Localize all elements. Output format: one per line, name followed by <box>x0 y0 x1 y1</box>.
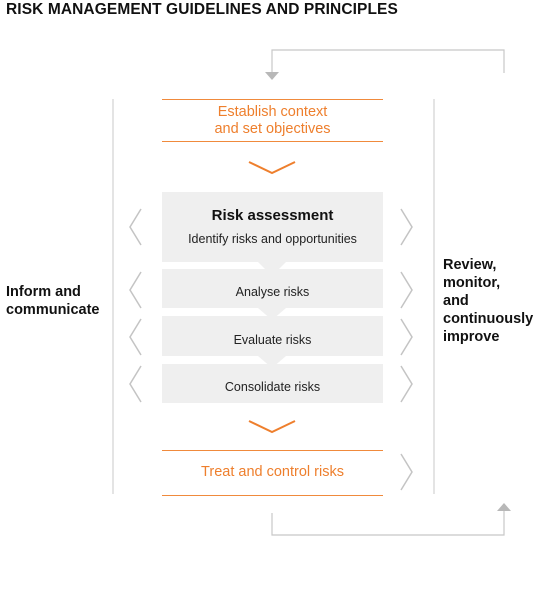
consolidate-risks-box: Consolidate risks <box>162 364 383 403</box>
risk-assessment-heading: Risk assessment <box>211 207 334 224</box>
chevron-down-icon <box>248 420 296 434</box>
feedback-arrow-up-icon <box>497 503 511 511</box>
feedback-loop-top-line <box>271 49 505 73</box>
chevron-right-icon <box>400 453 413 491</box>
analyse-risks-box: Analyse risks <box>162 269 383 308</box>
chevron-right-icon <box>400 208 413 246</box>
diagram-title: RISK MANAGEMENT GUIDELINES AND PRINCIPLE… <box>6 1 398 18</box>
establish-context-box: Establish context and set objectives <box>162 99 383 142</box>
evaluate-risks-box: Evaluate risks <box>162 316 383 356</box>
chevron-right-icon <box>400 271 413 309</box>
review-monitor-label: Review, monitor, and continuously improv… <box>443 257 534 345</box>
chevron-left-icon <box>129 271 142 309</box>
chevron-right-icon <box>400 318 413 356</box>
treat-control-box: Treat and control risks <box>162 450 383 496</box>
chevron-right-icon <box>400 365 413 403</box>
feedback-loop-bottom-line <box>271 511 505 536</box>
inform-communicate-label: Inform and communicate <box>6 284 100 318</box>
chevron-left-icon <box>129 318 142 356</box>
risk-assessment-box: Risk assessment Identify risks and oppor… <box>162 192 383 262</box>
chevron-left-icon <box>129 365 142 403</box>
risk-assessment-subheading: Identify risks and opportunities <box>188 232 357 246</box>
feedback-arrow-down-icon <box>265 72 279 80</box>
chevron-left-icon <box>129 208 142 246</box>
chevron-down-icon <box>248 161 296 175</box>
